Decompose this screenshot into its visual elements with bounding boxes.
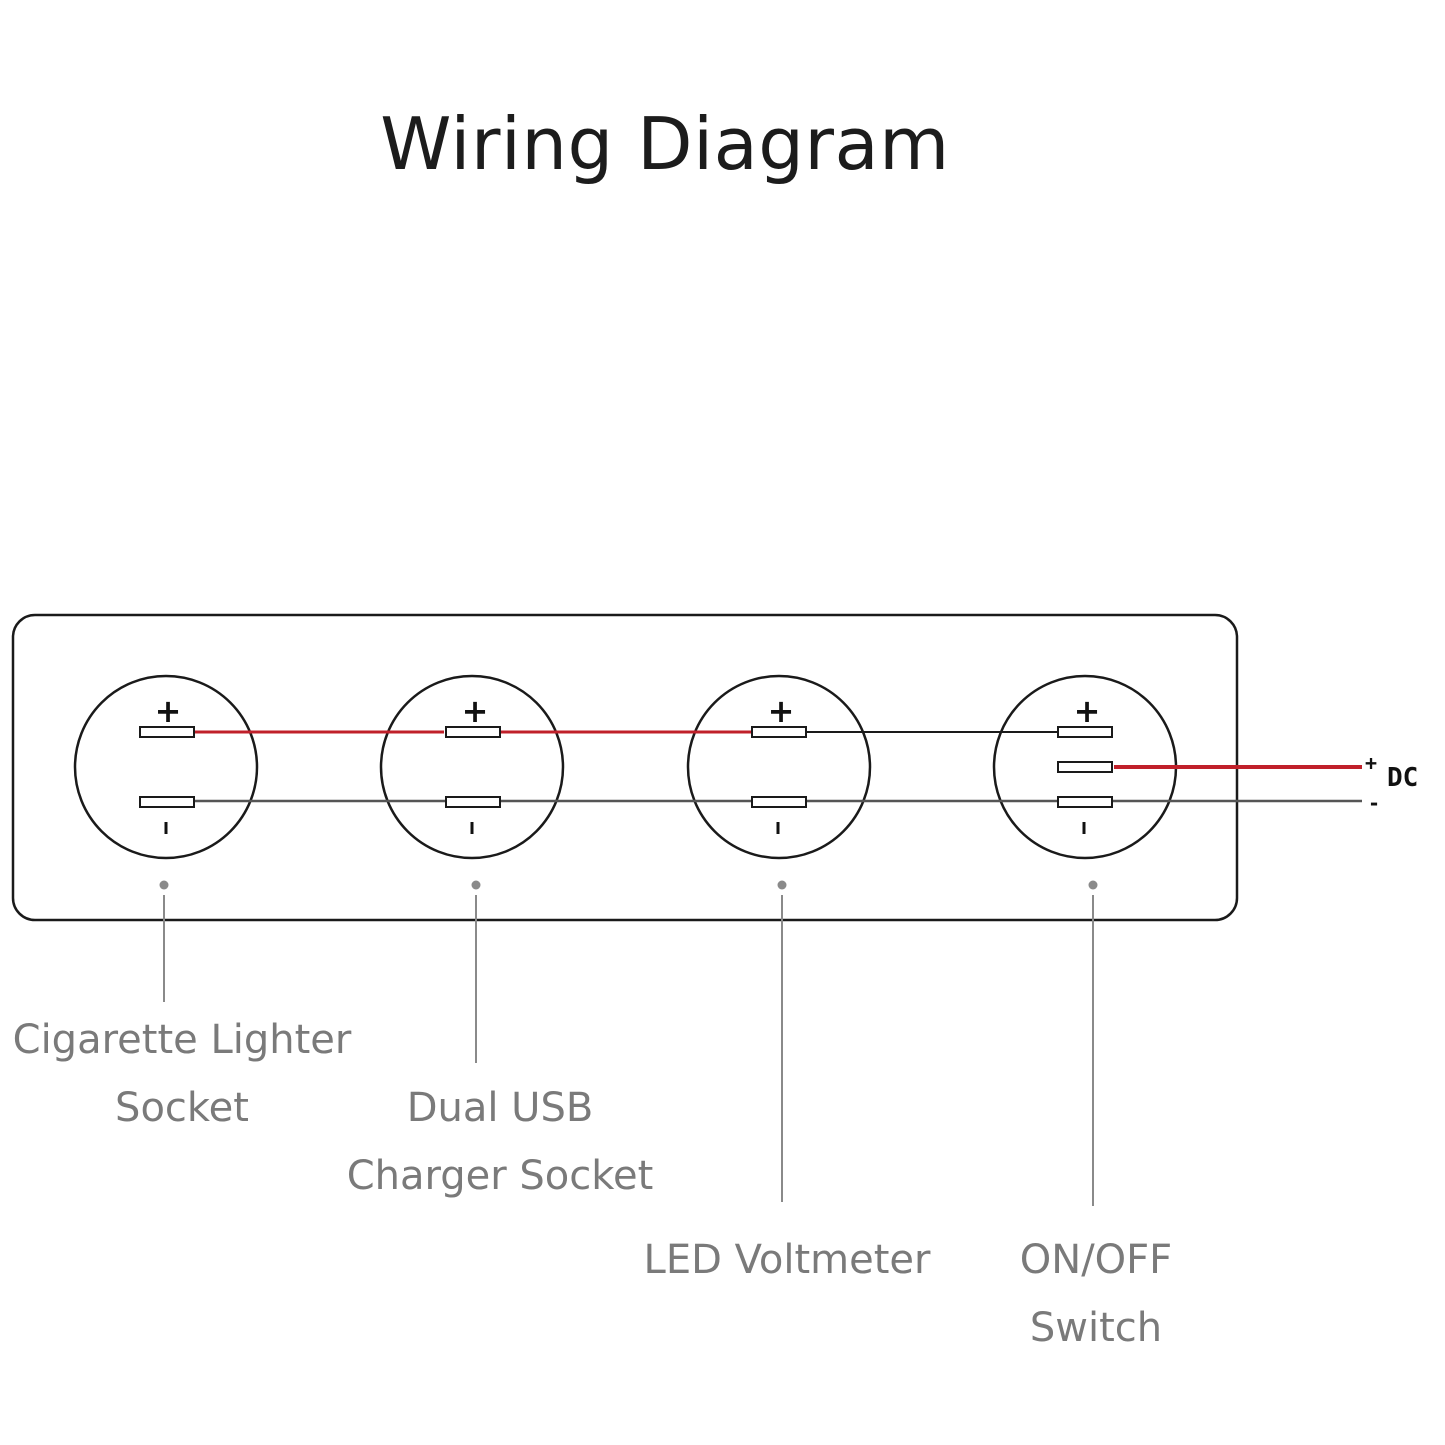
cigarette-lighter-socket-label: Cigarette Lighter Socket [2,1006,362,1142]
dual-usb-socket-body [379,674,565,860]
leader-dot [159,880,169,890]
leader-dot [777,880,787,890]
terminal-negative [445,796,501,808]
positive-symbol: + [768,692,795,730]
on-off-switch-label: ON/OFF Switch [966,1226,1226,1362]
label-line: ON/OFF [1019,1237,1173,1283]
label-line: Dual USB [406,1085,594,1131]
terminal-positive [139,726,195,738]
cigarette-lighter-socket-body [73,674,259,860]
dual-usb-charger-socket-label: Dual USB Charger Socket [320,1074,680,1210]
dc-positive-symbol: + [1365,751,1377,775]
dc-negative-symbol: - [1368,791,1380,815]
terminal-negative [1057,796,1113,808]
dc-label: DC [1387,763,1418,793]
label-line: Charger Socket [346,1153,654,1199]
positive-symbol: + [462,692,489,730]
terminal-negative [139,796,195,808]
led-voltmeter-label: LED Voltmeter [607,1226,967,1294]
label-line: Socket [115,1085,249,1131]
terminal-input [1057,761,1113,773]
positive-symbol: + [1074,692,1101,730]
led-voltmeter-body [686,674,872,860]
label-line: Cigarette Lighter [12,1017,352,1063]
terminal-positive [1057,726,1113,738]
terminal-positive [445,726,501,738]
terminal-positive [751,726,807,738]
label-line: LED Voltmeter [643,1237,931,1283]
diagram-title: Wiring Diagram [380,102,950,186]
positive-symbol: + [155,692,182,730]
switch-panel [11,613,1239,922]
leader-dot [471,880,481,890]
leader-dot [1088,880,1098,890]
label-line: Switch [1029,1305,1163,1351]
terminal-negative [751,796,807,808]
